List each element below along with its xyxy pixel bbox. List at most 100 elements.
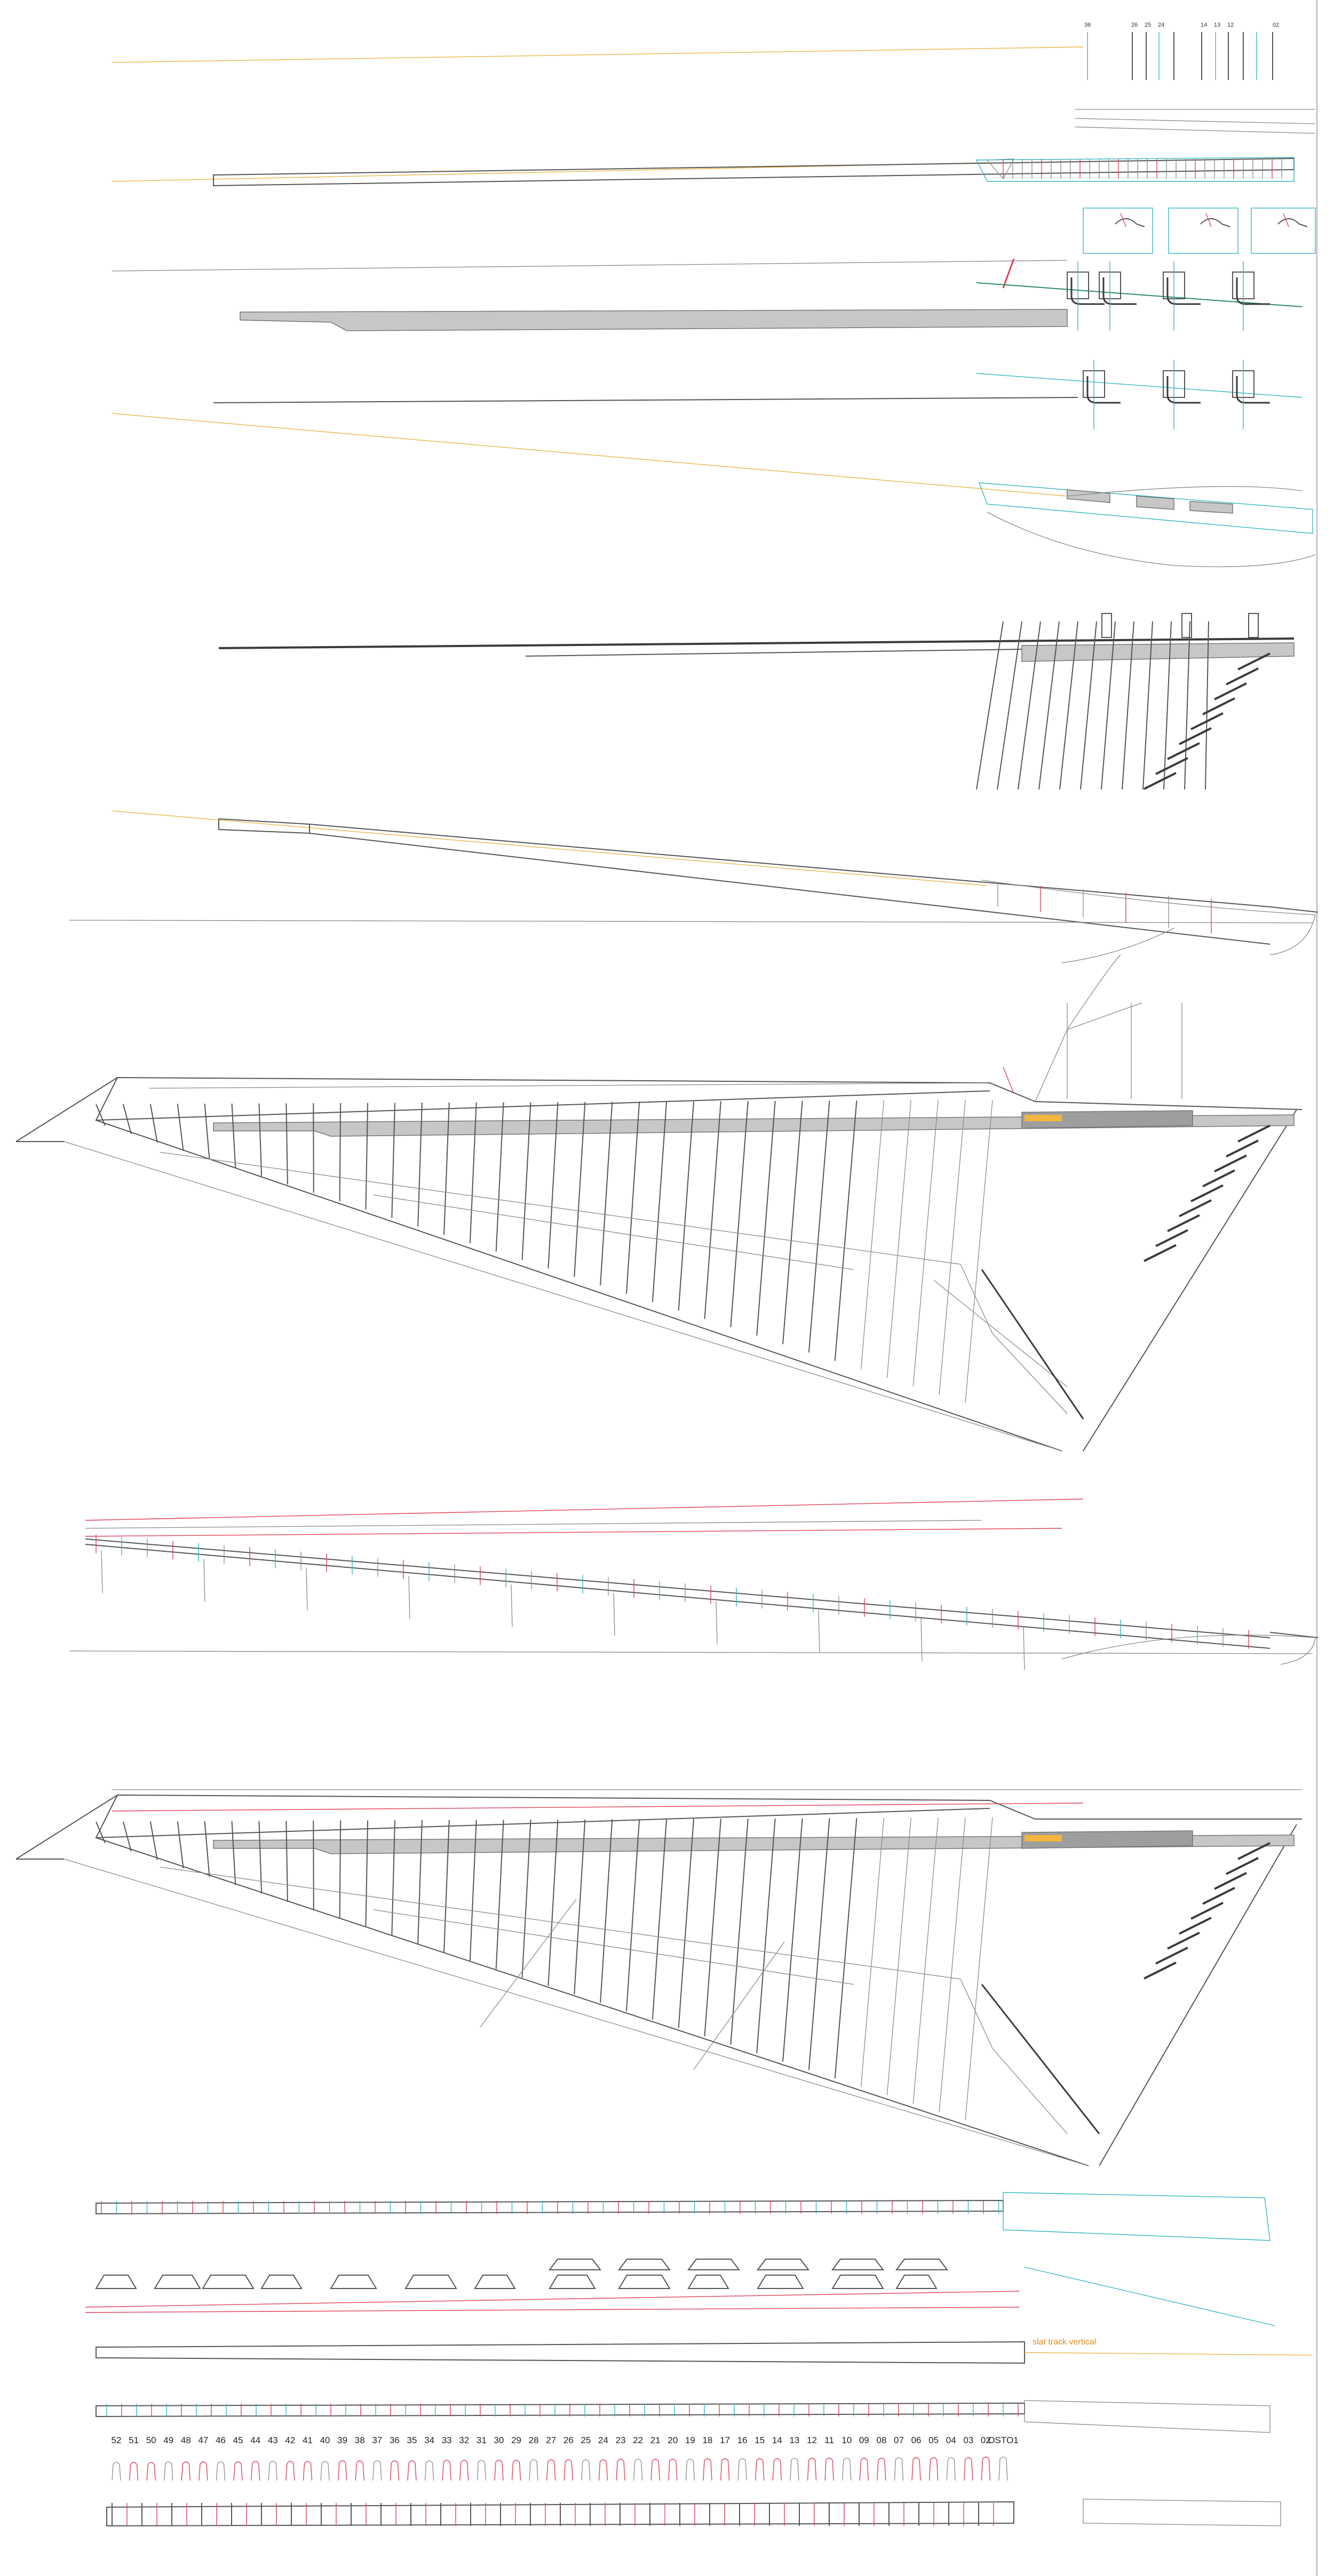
rib-profile [563,2459,573,2481]
rib-line [912,1817,939,2104]
rib-number-label: OSTO1 [988,2435,1018,2445]
rib-profile [790,2458,799,2481]
rib-profile [129,2462,139,2481]
rib-number-label: 12 [807,2435,817,2445]
slat-track [1190,1902,1224,1920]
rib-number-label: 36 [390,2435,400,2445]
rib-number-label: 52 [112,2435,122,2445]
rib-line [417,1820,423,1944]
rib-number-label: 07 [894,2435,904,2445]
slat-tracks-upper [1144,652,1271,790]
highlight-fitting [1025,1115,1062,1121]
hanger-tick [613,1593,615,1636]
rib-number-label: 17 [720,2435,730,2445]
rib-line [1018,621,1041,790]
hanger-pipe [1166,376,1201,404]
rib-profile [146,2462,156,2481]
hanger-tick [203,1559,205,1602]
highlight-fitting [1025,1835,1062,1841]
rib-number-label: 24 [598,2435,608,2445]
rib-line [149,1821,158,1860]
rib-number-label: 44 [250,2435,260,2445]
rib-line [782,1100,803,1344]
rib-fan-planform-1 [96,1099,993,1403]
rib-line [521,1820,531,1978]
rib-line [285,1821,288,1902]
rib-line [976,621,1004,790]
long-wing-section [69,1498,1319,1670]
cross-section [474,2275,516,2289]
rib-number-label: 16 [737,2435,748,2445]
hanger-pipe [1236,277,1270,305]
cross-section [95,2275,137,2289]
cross-section [330,2275,377,2289]
rib-profile [720,2458,730,2481]
rib-profile [703,2458,712,2481]
slice1-rib-ticks [1003,159,1282,179]
slat-track [1202,1169,1235,1187]
cross-section [687,2259,740,2270]
rib-line [122,1821,132,1852]
rib-line [313,1821,314,1911]
slat-track [1202,697,1235,715]
hanger-tick [716,1601,718,1645]
rib-profile [216,2461,226,2481]
slat-track [1237,1124,1271,1143]
rib-number-label: 09 [859,2435,869,2445]
cross-section [202,2275,255,2289]
rib-number-label: 26 [563,2435,574,2445]
rib-line [417,1103,423,1227]
hanger-tick [920,1618,923,1662]
slat-track [1167,742,1200,760]
slat-track [1226,667,1259,685]
station-label: 02 [1273,22,1279,28]
rib-line [574,1819,586,1995]
rib-line [1142,621,1153,790]
wing-plan-slice-1 [112,157,1295,187]
rib-line [231,1103,236,1168]
cross-section [260,2275,303,2289]
rib-profile [442,2460,451,2481]
slat-tracks-planform-2 [1144,1842,1271,1980]
rib-line [678,1101,694,1311]
rib-number-label: 25 [581,2435,591,2445]
rib-strip-ticks [106,2404,1019,2417]
rib-profile [981,2457,991,2481]
rib-line [443,1820,450,1952]
hanger-pipe [1102,277,1137,305]
rib-profile [511,2460,521,2481]
rib-profile [355,2460,364,2481]
rib-line [313,1103,314,1193]
rib-profile [459,2460,469,2481]
cross-section [831,2275,884,2289]
rib-line [756,1100,776,1336]
rib-number-label: 11 [824,2435,834,2445]
rib-number-label: 27 [546,2435,556,2445]
rib-profile [928,2457,939,2481]
rib-profile [633,2459,643,2481]
rib-profile [112,2462,121,2481]
slat-track [1155,757,1188,775]
rib-line [939,1100,966,1395]
rib-fan-upper [218,613,1295,790]
rib-line [997,621,1022,790]
slat-track [1155,1229,1188,1247]
cross-section [404,2275,457,2289]
rib-profile [390,2460,400,2481]
rib-profile [911,2457,921,2481]
rib-profile [859,2458,869,2481]
slat-track [1190,1184,1224,1202]
detail-box-row [1083,208,1316,254]
rib-line [600,1819,613,2003]
rib-number-label: 48 [181,2435,191,2445]
flap-side-view [112,413,1316,568]
rib-line [258,1103,263,1176]
rib-line [547,1102,559,1269]
rib-line [521,1102,531,1261]
slat-track [1237,1842,1271,1860]
hanger-fittings-row-1 [1067,261,1270,331]
slat-track [1226,1139,1259,1158]
